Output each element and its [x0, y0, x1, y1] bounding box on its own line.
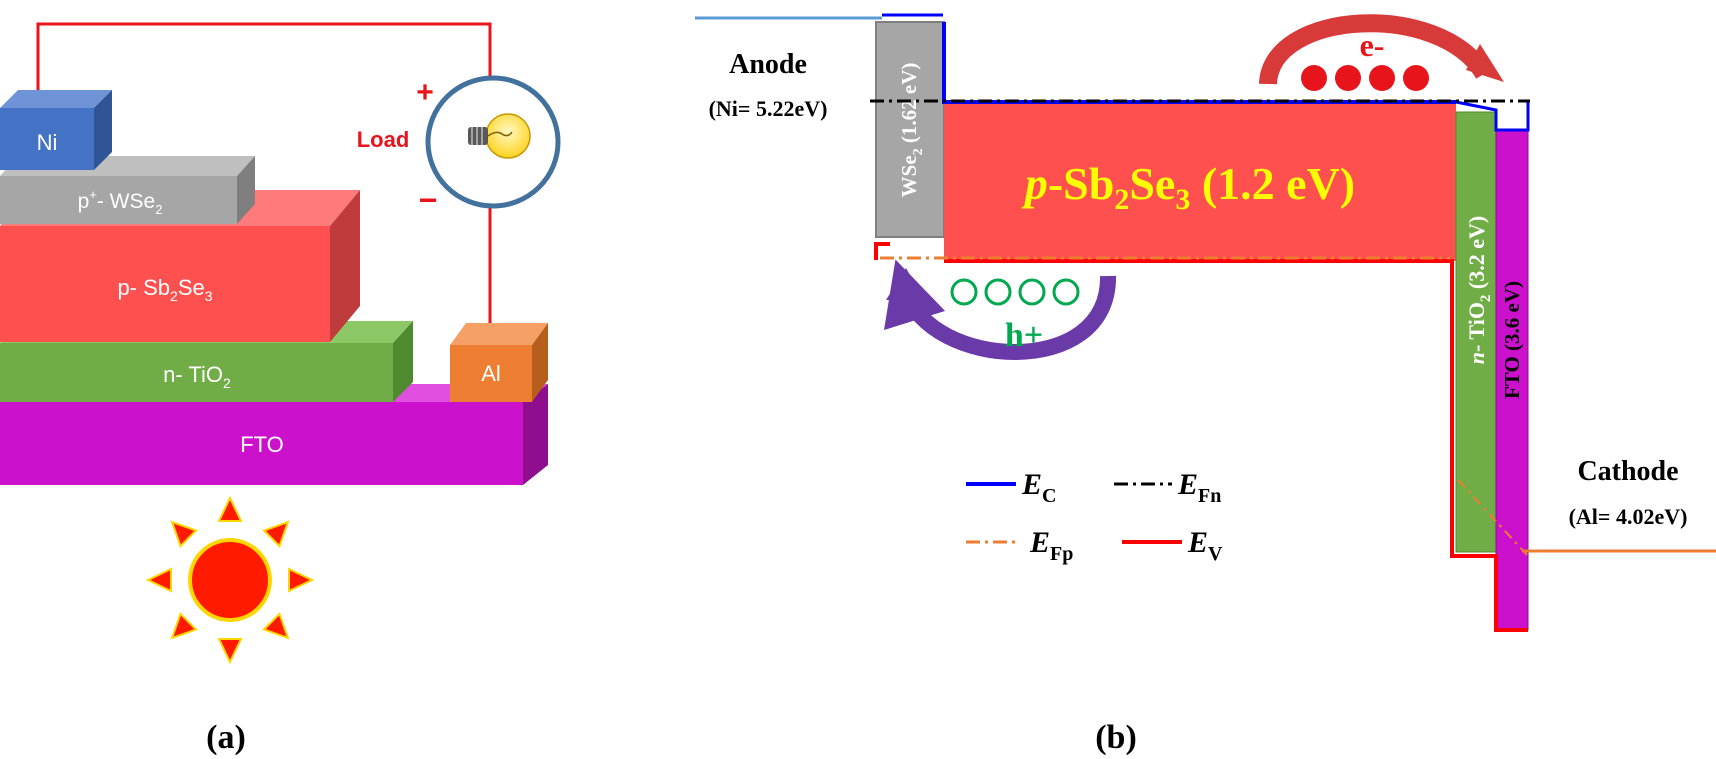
- anode-title: Anode: [729, 49, 807, 80]
- hole-arrowhead: [886, 268, 924, 300]
- hole-label: h+: [1005, 317, 1043, 354]
- wse2-band-label: WSe2 (1.62 eV): [897, 63, 926, 198]
- electron-arrow: [1259, 14, 1492, 86]
- cathode-title: Cathode: [1577, 456, 1678, 487]
- plus-sign: +: [416, 76, 434, 109]
- holes: [950, 278, 1080, 306]
- tio2-band: [1455, 111, 1497, 553]
- electron-label: e-: [1360, 27, 1385, 63]
- minus-sign: −: [419, 182, 438, 218]
- legend: EC EFn EFp EV: [966, 468, 1223, 565]
- legend-ev-label: EV: [1187, 526, 1223, 565]
- fto-band: [1495, 129, 1529, 631]
- electron-arrowhead: [1466, 44, 1504, 82]
- wse2-label: p+- WSe2: [78, 187, 163, 217]
- sun-icon: [145, 495, 315, 665]
- legend-efp-label: EFp: [1029, 526, 1073, 565]
- al-contact: Al: [450, 323, 548, 402]
- electrons: [1301, 65, 1429, 91]
- panel-a: FTO n- TiO2 Al p- Sb2Se3 p+-: [0, 22, 561, 756]
- al-label: Al: [481, 361, 501, 386]
- circuit-wire: [36, 22, 492, 326]
- anode-value: (Ni= 5.22eV): [709, 96, 828, 121]
- cathode-value: (Al= 4.02eV): [1569, 504, 1688, 529]
- sb2se3-band-label: p-Sb2Se3 (1.2 eV): [1021, 158, 1355, 216]
- hole-arrow: [884, 259, 1117, 360]
- ec-line: [1455, 100, 1530, 132]
- light-bulb-icon: [468, 113, 531, 159]
- ni-contact: Ni: [0, 90, 112, 170]
- ev-line-main: [944, 259, 1528, 632]
- sb2se3-band: [944, 104, 1456, 261]
- tio2-band-label: n- TiO2 (3.2 eV): [1464, 216, 1494, 365]
- legend-ec-label: EC: [1021, 468, 1056, 507]
- load-label: Load: [357, 127, 410, 152]
- sb2se3-label: p- Sb2Se3: [117, 275, 212, 304]
- fto-band-label: FTO (3.6 eV): [1500, 281, 1524, 399]
- wse2-band: [875, 21, 945, 238]
- panel-b: WSe2 (1.62 eV) p-Sb2Se3 (1.2 eV) n- TiO2…: [695, 13, 1716, 756]
- caption-b: (b): [1095, 719, 1137, 756]
- tio2-label: n- TiO2: [163, 362, 231, 391]
- legend-efn-label: EFn: [1177, 468, 1221, 507]
- fto-label: FTO: [240, 432, 284, 457]
- ni-label: Ni: [37, 130, 58, 155]
- efp-line-lower: [1457, 479, 1529, 557]
- ev-line: [874, 242, 890, 260]
- caption-a: (a): [206, 719, 246, 756]
